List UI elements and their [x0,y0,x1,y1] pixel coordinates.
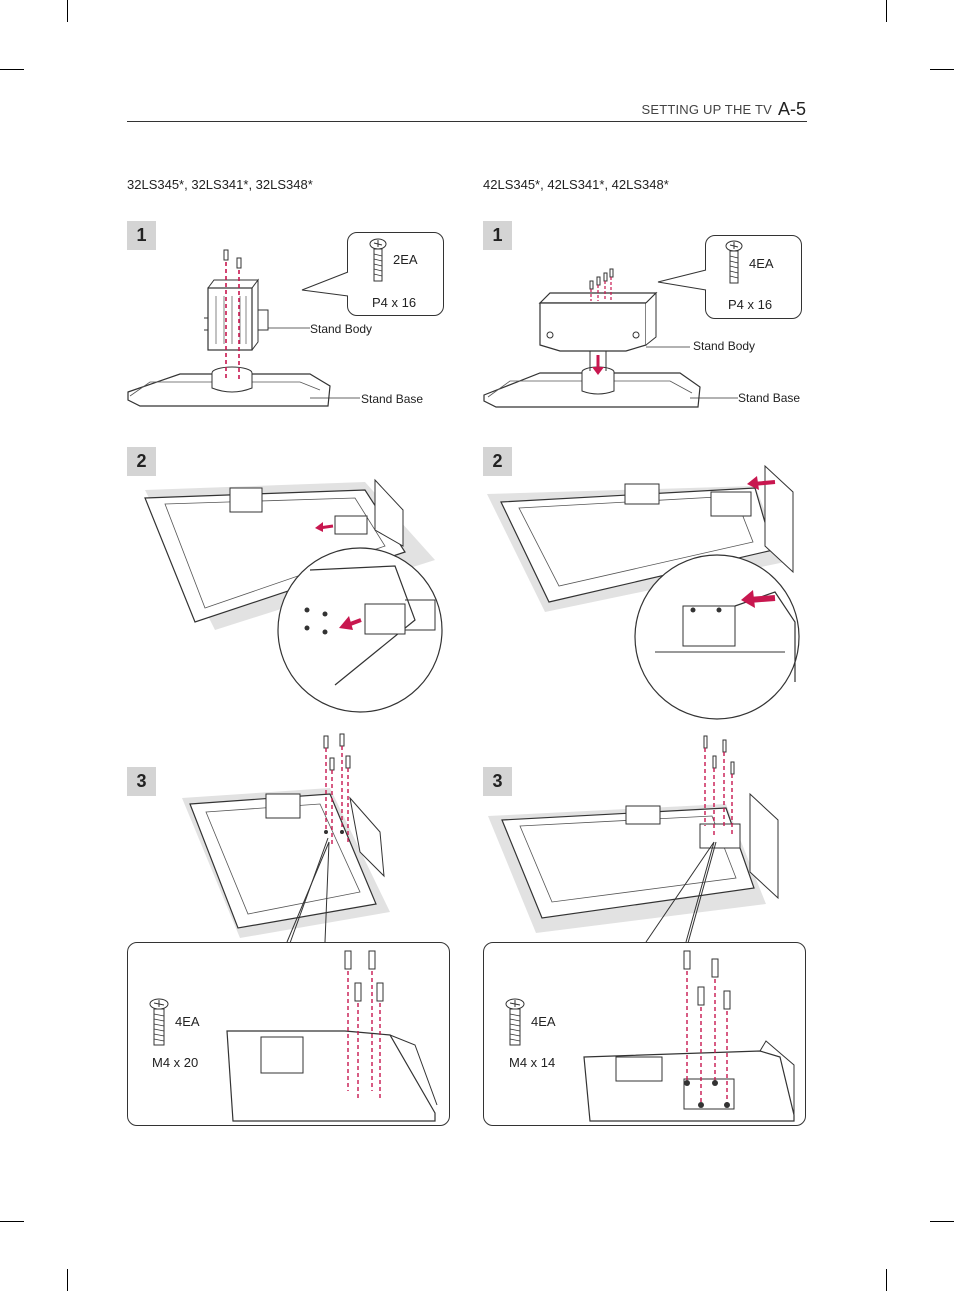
left-tv-screw-illustration [182,733,390,944]
screw-icon [369,238,387,282]
left-stand-assembly-illustration [127,249,360,407]
left-step1-screw-callout [347,232,444,316]
callout-pointer [645,841,715,943]
crop-mark [886,0,887,22]
right-step1-qty: 4EA [749,256,774,271]
right-tv-screw-illustration [488,735,779,944]
crop-mark [0,1221,24,1222]
right-tv-back-attach-illustration [487,464,800,720]
crop-mark [67,0,68,22]
left-step1-qty: 2EA [393,252,418,267]
left-step1-screw-size: P4 x 16 [372,295,417,310]
left-step-3-badge: 3 [127,767,156,796]
right-stand-assembly-illustration [483,268,738,408]
crop-mark [930,69,954,70]
right-step1-screw-callout [705,235,802,319]
left-step3-detail-illustration [226,950,438,1122]
header-rule [127,121,807,122]
crop-mark [886,1269,887,1291]
callout-pointer [657,269,707,291]
right-step1-screw-size: P4 x 16 [728,297,773,312]
left-step3-screw-size: M4 x 20 [152,1055,199,1070]
right-step-2-badge: 2 [483,447,512,476]
left-step3-qty: 4EA [175,1014,200,1029]
right-step3-qty: 4EA [531,1014,556,1029]
left-stand-body-label: Stand Body [310,322,373,336]
left-step-2-badge: 2 [127,447,156,476]
right-step-1-badge: 1 [483,221,512,250]
left-stand-base-label: Stand Base [361,392,424,406]
callout-pointer [286,841,330,943]
right-model-heading: 42LS345*, 42LS341*, 42LS348* [483,177,669,192]
left-model-heading: 32LS345*, 32LS341*, 32LS348* [127,177,313,192]
crop-mark [67,1269,68,1291]
section-title: SETTING UP THE TV [641,102,772,117]
crop-mark [930,1221,954,1222]
right-step3-detail-illustration [583,950,795,1122]
right-stand-body-label: Stand Body [693,339,756,353]
page-number: A-5 [777,99,806,119]
left-tv-back-attach-illustration [144,478,443,713]
screw-icon [505,998,525,1046]
right-step3-screw-size: M4 x 14 [509,1055,556,1070]
right-stand-base-label: Stand Base [738,391,801,405]
screw-icon [149,998,169,1046]
crop-mark [0,69,24,70]
screw-icon [725,240,743,284]
left-step-1-badge: 1 [127,221,156,250]
right-step-3-badge: 3 [483,767,512,796]
callout-pointer [301,271,349,297]
